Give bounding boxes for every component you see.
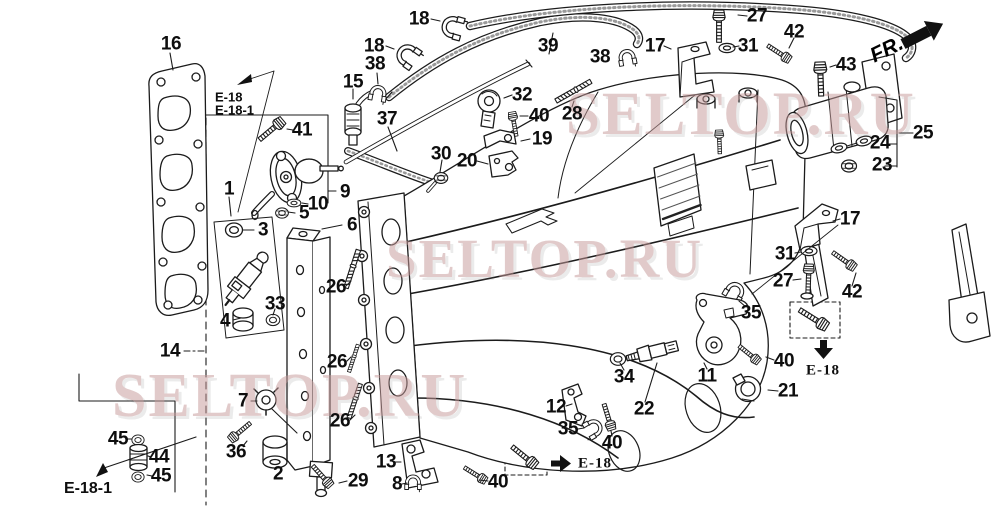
part-label-14: 14 [159,340,181,362]
part-label-2: 2 [272,463,284,485]
reference-label-e-18: E-18 [806,362,840,379]
fuel-injector-group [224,222,281,332]
part-label-17: 17 [644,35,666,57]
part-label-13: 13 [375,451,397,473]
part-label-35: 35 [740,302,762,324]
part-label-34: 34 [613,366,635,388]
part-label-40: 40 [528,105,550,127]
part-label-38: 38 [364,53,386,75]
part-label-12: 12 [545,396,567,418]
part-label-9: 9 [339,181,351,203]
part-label-37: 37 [376,108,398,130]
part-label-11: 11 [697,365,717,387]
fuel-rail [286,227,364,498]
part-label-16: 16 [160,33,182,55]
iac-valve [745,53,903,191]
part-label-28: 28 [561,103,583,125]
bottom-center-parts [308,340,680,493]
part-label-6: 6 [346,214,358,236]
part-label-42: 42 [783,21,805,43]
lower-left-parts [129,387,288,483]
fuel-pressure-regulator [251,114,344,221]
part-label-29: 29 [347,470,369,492]
part-label-39: 39 [537,35,559,57]
part-label-35: 35 [557,418,579,440]
part-label-15: 15 [342,71,364,93]
front-direction-arrow [900,21,944,49]
part-label-42: 42 [841,281,863,303]
part-label-7: 7 [237,390,249,412]
part-label-10: 10 [307,193,329,215]
part-label-19: 19 [531,128,553,150]
part-label-21: 21 [777,380,799,402]
part-label-40: 40 [487,471,509,493]
part-label-18: 18 [363,35,385,57]
part-label-20: 20 [456,150,478,172]
part-label-1: 1 [223,178,235,200]
reference-label-e-18: E-18 [578,455,612,472]
intake-manifold [355,72,991,472]
gasket [148,62,209,317]
part-label-32: 32 [511,84,533,106]
part-label-40: 40 [601,432,623,454]
part-label-27: 27 [772,270,794,292]
part-label-41: 41 [291,119,313,141]
part-label-36: 36 [225,441,247,463]
part-label-26: 26 [326,351,348,373]
part-label-22: 22 [633,398,655,420]
part-label-44: 44 [148,446,170,468]
part-label-38: 38 [589,46,611,68]
part-label-8: 8 [391,473,403,495]
part-label-17: 17 [839,208,861,230]
part-label-24: 24 [869,132,891,154]
part-label-26: 26 [325,276,347,298]
part-label-45: 45 [107,428,129,450]
part-label-18: 18 [408,8,430,30]
part-label-26: 26 [329,410,351,432]
part-label-40: 40 [773,350,795,372]
part-label-4: 4 [219,310,231,332]
part-label-31: 31 [774,243,796,265]
leader-lines [103,14,914,485]
reference-arrows [96,21,944,477]
part-label-25: 25 [912,122,934,144]
center-small-parts [426,89,522,193]
part-label-27: 27 [746,5,768,27]
right-middle-hardware [695,203,859,403]
part-label-45: 45 [150,465,172,487]
top-right-hardware [367,9,794,106]
elbow-fitting-15 [344,89,376,146]
part-label-30: 30 [430,143,452,165]
reference-label-e-18-1: E-18-1 [215,102,255,118]
part-label-5: 5 [298,202,310,224]
part-label-43: 43 [835,54,857,76]
part-label-3: 3 [257,219,269,241]
part-label-31: 31 [737,35,759,57]
reference-label-e-18-1: E-18-1 [64,480,113,497]
part-label-33: 33 [264,293,286,315]
part-label-23: 23 [871,154,893,176]
reference-label-e-18: E-18 [215,89,243,105]
